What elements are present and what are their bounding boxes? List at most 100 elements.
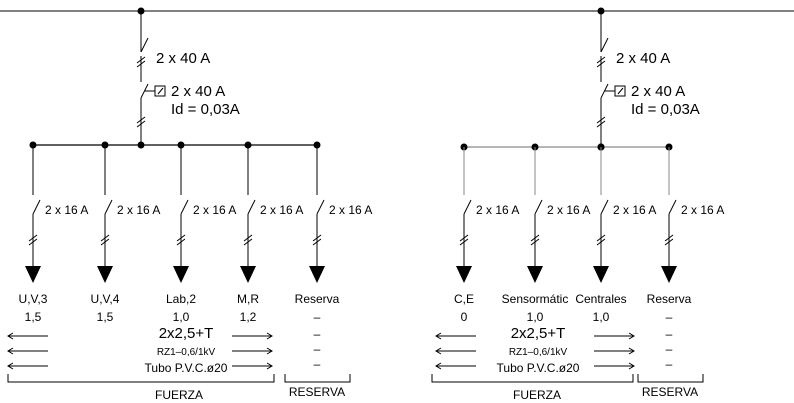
cable-type: RZ1–0,6/1kV <box>509 347 568 358</box>
diff-sensor-mark <box>157 87 164 95</box>
diff-breaker-blade <box>600 83 609 99</box>
load-arrow-icon <box>593 266 609 283</box>
circuit-name: Reserva <box>295 292 340 306</box>
conduit-type: Tubo P.V.C.ø20 <box>145 361 228 375</box>
circuit-breaker-rating: 2 x 16 A <box>547 203 590 217</box>
cable-type: RZ1–0,6/1kV <box>157 347 216 358</box>
circuit-breaker-blade <box>247 199 256 215</box>
diff-breaker-rating: 2 x 40 A <box>631 83 685 100</box>
fuerza-bracket <box>431 374 634 383</box>
arrow-left-icon <box>7 347 14 355</box>
circuit-value: 1,0 <box>527 310 544 324</box>
reserva-bracket <box>637 374 704 383</box>
pole-tick <box>136 120 146 128</box>
load-arrow-icon <box>25 266 41 283</box>
pole-tick <box>100 238 110 246</box>
junction-dot <box>137 141 145 149</box>
arrow-right-icon <box>628 332 635 340</box>
load-arrow-icon <box>97 266 113 283</box>
circuit-value: 1,5 <box>97 310 114 324</box>
spare-dash: – <box>314 327 321 341</box>
pole-tick <box>100 234 110 242</box>
circuit-breaker-rating: 2 x 16 A <box>613 203 656 217</box>
spare-dash: – <box>666 327 673 341</box>
pole-tick <box>530 234 540 242</box>
pole-tick <box>596 234 606 242</box>
circuit-name: C,E <box>454 292 474 306</box>
circuit-1: 2 x 16 A C,E 0 <box>454 147 519 324</box>
circuit-3: 2 x 16 A Lab,2 1,0 <box>166 145 236 324</box>
circuit-breaker-blade <box>316 199 325 215</box>
circuit-name: U,V,3 <box>19 292 48 306</box>
circuit-breaker-rating: 2 x 16 A <box>476 203 519 217</box>
pole-tick <box>664 234 674 242</box>
pole-tick <box>664 238 674 246</box>
circuit-breaker-blade <box>463 199 472 215</box>
circuit-breaker-rating: 2 x 16 A <box>681 203 724 217</box>
pole-tick <box>596 116 606 124</box>
pole-tick <box>243 234 253 242</box>
pole-tick <box>28 234 38 242</box>
arrow-left-icon <box>435 362 442 370</box>
circuit-breaker-blade <box>180 199 189 215</box>
differential-sensor-icon <box>154 85 166 97</box>
spare-dash: – <box>666 342 673 356</box>
arrow-right-icon <box>266 347 273 355</box>
arrow-right-icon <box>266 332 273 340</box>
pole-tick <box>243 238 253 246</box>
circuit-breaker-rating: 2 x 16 A <box>117 203 160 217</box>
differential-sensor-icon <box>614 85 626 97</box>
main-breaker-rating: 2 x 40 A <box>156 50 210 67</box>
group-label-fuerza: FUERZA <box>513 388 561 402</box>
circuit-2: 2 x 16 A U,V,4 1,5 <box>91 145 160 324</box>
pole-tick <box>312 234 322 242</box>
pole-tick <box>459 234 469 242</box>
circuit-value: 1,0 <box>173 310 190 324</box>
conduit-type: Tubo P.V.C.ø20 <box>497 361 580 375</box>
cable-section: 2x2,5+T <box>511 325 566 342</box>
diff-sensitivity: Id = 0,03A <box>631 101 700 118</box>
diff-breaker-rating: 2 x 40 A <box>171 83 225 100</box>
circuit-breaker-blade <box>668 199 677 215</box>
circuit-breaker-blade <box>32 199 41 215</box>
circuit-breaker-blade <box>104 199 113 215</box>
circuit-name: U,V,4 <box>91 292 120 306</box>
circuit-value: 1,5 <box>25 310 42 324</box>
pole-tick <box>596 120 606 128</box>
circuit-name: M,R <box>237 292 259 306</box>
cable-section: 2x2,5+T <box>159 325 214 342</box>
arrow-left-icon <box>435 332 442 340</box>
circuit-name: Reserva <box>647 292 692 306</box>
pole-tick <box>459 238 469 246</box>
circuit-name: Centrales <box>575 292 626 306</box>
load-arrow-icon <box>527 266 543 283</box>
reserva-bracket <box>284 374 351 383</box>
group-label-reserva: RESERVA <box>289 385 345 399</box>
circuit-breaker-rating: 2 x 16 A <box>193 203 236 217</box>
pole-tick <box>28 238 38 246</box>
circuit-breaker-rating: 2 x 16 A <box>329 203 372 217</box>
load-arrow-icon <box>661 266 677 283</box>
load-arrow-icon <box>309 266 325 283</box>
circuit-breaker-blade <box>534 199 543 215</box>
load-arrow-icon <box>240 266 256 283</box>
group-label-fuerza: FUERZA <box>155 388 203 402</box>
load-arrow-icon <box>456 266 472 283</box>
circuit-1: 2 x 16 A U,V,3 1,5 <box>19 145 88 324</box>
main-breaker-rating: 2 x 40 A <box>616 50 670 67</box>
circuit-value: – <box>666 310 673 324</box>
circuit-value: 0 <box>461 310 468 324</box>
circuit-name: Lab,2 <box>166 292 196 306</box>
diff-sensitivity: Id = 0,03A <box>171 101 240 118</box>
circuit-breaker-rating: 2 x 16 A <box>45 203 88 217</box>
circuit-breaker-rating: 2 x 16 A <box>260 203 303 217</box>
arrow-left-icon <box>435 347 442 355</box>
diff-breaker-blade <box>140 83 149 99</box>
arrow-right-icon <box>628 347 635 355</box>
spare-dash: – <box>314 342 321 356</box>
